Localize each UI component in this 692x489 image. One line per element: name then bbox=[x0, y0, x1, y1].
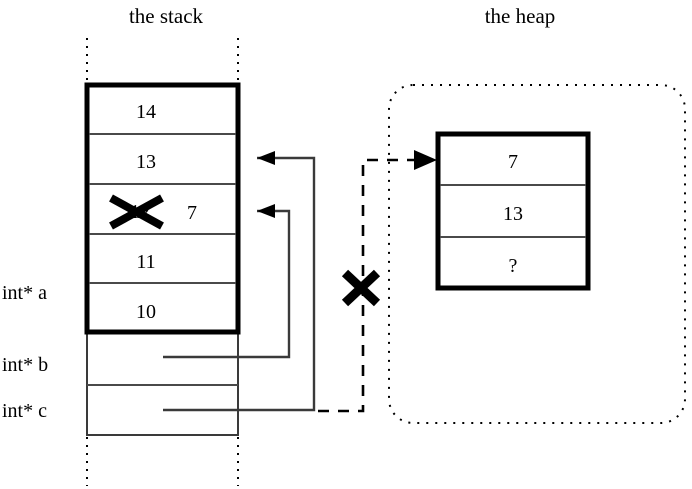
stack-variable-labels: int* a int* b int* c bbox=[2, 282, 48, 422]
heap-cell-value-0: 7 bbox=[508, 151, 518, 173]
stack-cell-value-0: 14 bbox=[136, 101, 156, 123]
stack-title: the stack bbox=[129, 4, 204, 28]
pointer-b-to-stack-slot bbox=[163, 204, 291, 359]
pointer-c-to-stack-slot bbox=[163, 151, 316, 412]
dangling-pointer-to-heap bbox=[318, 150, 437, 413]
heap-cell-values: 7 13 ? bbox=[503, 151, 523, 277]
heap-cell-value-2: ? bbox=[509, 255, 518, 277]
stack-bottom-dotted-guides bbox=[86, 437, 239, 486]
stack-cell-replacement-2: 7 bbox=[187, 202, 197, 224]
heap-title: the heap bbox=[485, 4, 556, 28]
variable-label-c: int* c bbox=[2, 400, 47, 422]
stack-top-dotted-guides bbox=[86, 38, 239, 84]
dangling-pointer-arrowhead-icon bbox=[414, 150, 437, 170]
heap-block bbox=[435, 131, 591, 291]
stack-lower-section bbox=[86, 332, 239, 436]
variable-label-a: int* a bbox=[2, 282, 47, 304]
stack-cell-value-1: 13 bbox=[136, 151, 156, 173]
pointer-b-arrowhead-icon bbox=[257, 204, 275, 218]
struck-value-x-icon bbox=[109, 194, 164, 230]
heap-cell-value-1: 13 bbox=[503, 203, 523, 225]
stack-frame bbox=[84, 82, 241, 335]
stack-cell-value-4: 10 bbox=[136, 301, 156, 323]
stack-cell-value-3: 11 bbox=[136, 251, 155, 273]
pointer-c-arrowhead-icon bbox=[257, 151, 275, 165]
invalid-pointer-x-icon bbox=[341, 269, 381, 307]
variable-label-b: int* b bbox=[2, 354, 48, 376]
